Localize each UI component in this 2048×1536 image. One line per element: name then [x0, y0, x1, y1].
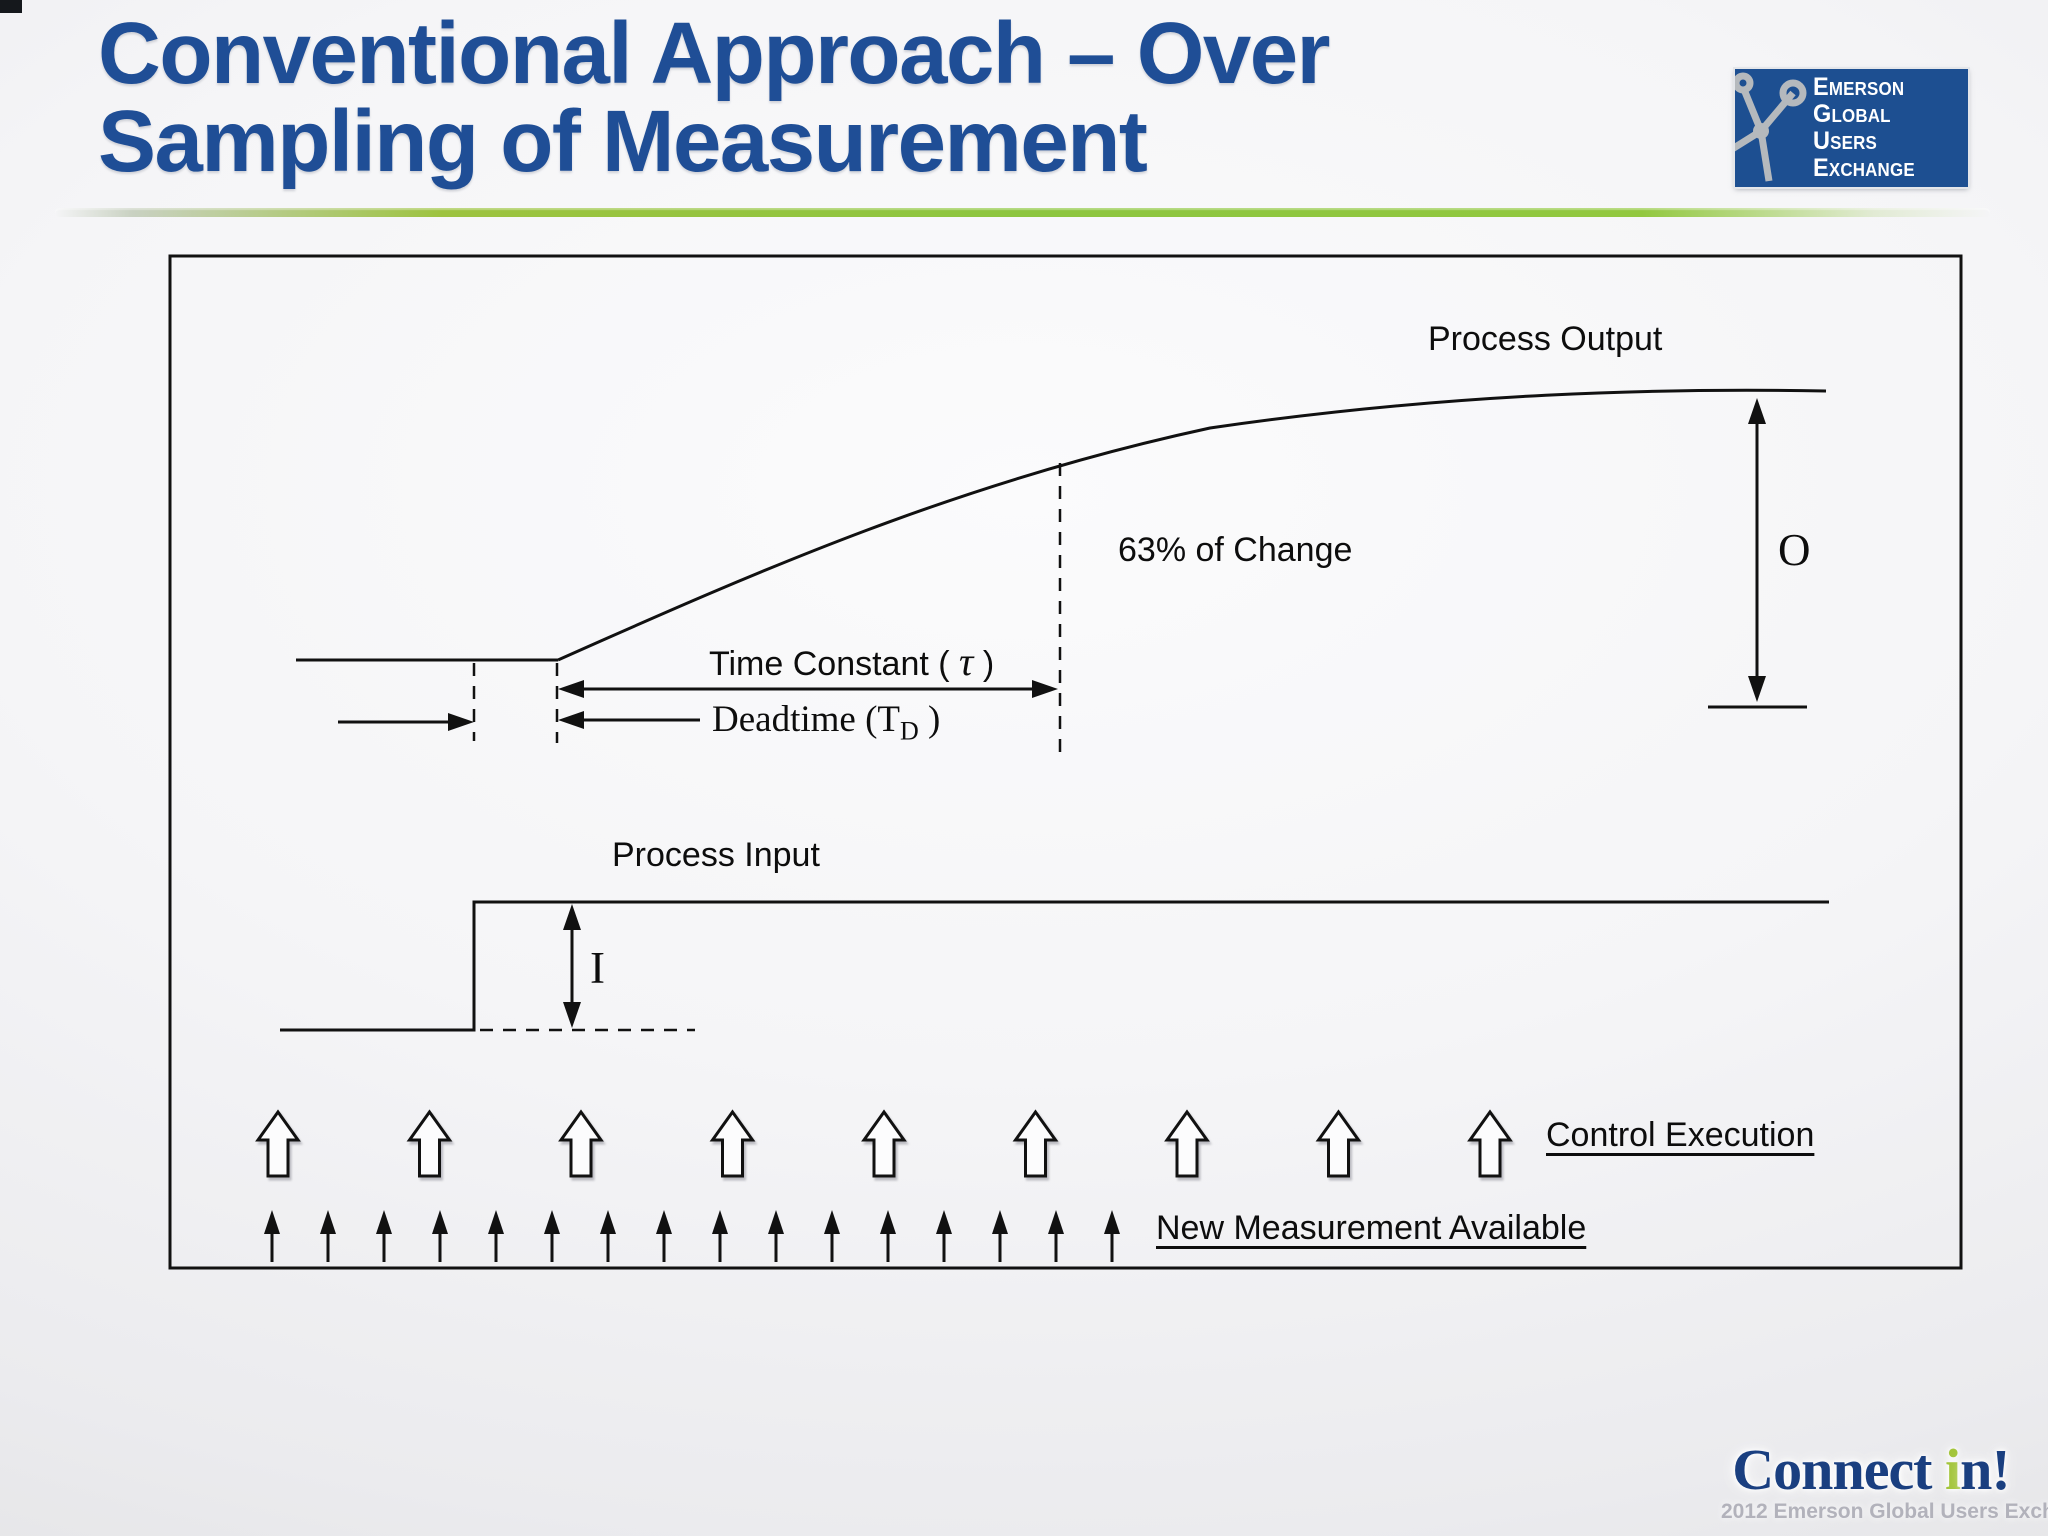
screen-corner-artifact: [0, 0, 22, 13]
deadtime-label: Deadtime (TD ): [712, 698, 940, 746]
new-measurement-label: New Measurement Available: [1156, 1209, 1587, 1247]
measurement-arrow-head: [712, 1210, 728, 1234]
control-execution-arrow: [861, 1109, 907, 1178]
input-gain-label: I: [590, 943, 605, 993]
measurement-arrow-head: [936, 1210, 952, 1234]
slide-title: Conventional Approach – Over Sampling of…: [98, 10, 1331, 186]
step-time-pointer-head: [448, 713, 474, 731]
process-output-label: Process Output: [1428, 320, 1663, 358]
measurement-arrow-head: [656, 1210, 672, 1234]
new-measurement-arrow-row: [264, 1210, 1120, 1262]
slide-title-line2: Sampling of Measurement: [98, 92, 1148, 190]
connect-text: Connect: [1732, 1437, 1945, 1502]
time-constant-close: ): [973, 645, 995, 683]
connect-in-logo: Connect in!: [1721, 1436, 2021, 1503]
emerson-logo-text: Emerson Global Users Exchange: [1813, 69, 1915, 187]
control-execution-arrow: [1164, 1109, 1210, 1178]
process-input-label: Process Input: [612, 836, 820, 874]
control-execution-arrow: [1315, 1109, 1362, 1178]
measurement-arrow-head: [376, 1210, 392, 1234]
deadtime-text: Deadtime (T: [712, 699, 900, 740]
tau-symbol: τ: [959, 639, 974, 684]
output-gain-arrow-top-head: [1748, 398, 1766, 424]
deadtime-subscript: D: [900, 716, 919, 746]
time-constant-text: Time Constant (: [709, 645, 960, 683]
measurement-arrow-head: [1104, 1210, 1120, 1234]
network-node: [1753, 123, 1769, 139]
input-step-trace: [280, 900, 1829, 1032]
emerson-logo-line: Users: [1813, 127, 1877, 155]
measurement-arrow-head: [264, 1210, 280, 1234]
measurement-arrow-head: [768, 1210, 784, 1234]
deadtime-arrow-head: [558, 711, 584, 729]
measurement-arrow-head: [824, 1210, 840, 1234]
emerson-network-icon: [1735, 72, 1807, 182]
emerson-logo-line: Emerson: [1813, 73, 1905, 101]
emerson-logo-line: Exchange: [1813, 154, 1915, 182]
slide-title-line1: Conventional Approach – Over: [98, 5, 1331, 102]
input-gain-arrow-bottom-head: [563, 1002, 581, 1028]
measurement-arrow-head: [320, 1210, 336, 1234]
connect-accent-i: i: [1945, 1437, 1961, 1502]
measurement-arrow-head: [880, 1210, 896, 1234]
control-execution-arrow: [1012, 1109, 1059, 1178]
output-gain-arrow-bottom-head: [1748, 676, 1766, 702]
measurement-arrow-head: [600, 1210, 616, 1234]
measurement-arrow-head: [488, 1210, 504, 1234]
control-execution-arrow: [255, 1109, 301, 1178]
control-execution-arrow: [406, 1109, 453, 1178]
measurement-arrow-head: [544, 1210, 560, 1234]
output-response-curve: [557, 388, 1827, 662]
time-constant-arrow-right-head: [1032, 680, 1058, 698]
measurement-arrow-head: [1048, 1210, 1064, 1234]
input-gain-arrow-top-head: [563, 904, 581, 930]
deadtime-close: ): [918, 699, 941, 740]
emerson-logo: Emerson Global Users Exchange: [1733, 67, 1970, 189]
connect-in-caption: 2012 Emerson Global Users Exchange: [1721, 1500, 2048, 1523]
connect-text-end: n!: [1960, 1437, 2011, 1502]
measurement-arrow-head: [432, 1210, 448, 1234]
title-divider: [55, 208, 1990, 217]
control-execution-arrow: [1467, 1109, 1513, 1178]
control-execution-label: Control Execution: [1546, 1116, 1815, 1154]
control-execution-arrow: [709, 1109, 756, 1178]
control-execution-arrow-row: [255, 1109, 1513, 1178]
time-constant-arrow-left-head: [558, 680, 584, 698]
time-constant-label: Time Constant ( τ ): [709, 638, 994, 685]
output-gain-label: O: [1778, 525, 1811, 575]
control-execution-arrow: [558, 1109, 604, 1178]
measurement-arrow-head: [992, 1210, 1008, 1234]
emerson-logo-line: Global: [1813, 100, 1891, 128]
sixty-three-percent-label: 63% of Change: [1118, 531, 1353, 569]
diagram-frame: [168, 254, 1963, 1270]
